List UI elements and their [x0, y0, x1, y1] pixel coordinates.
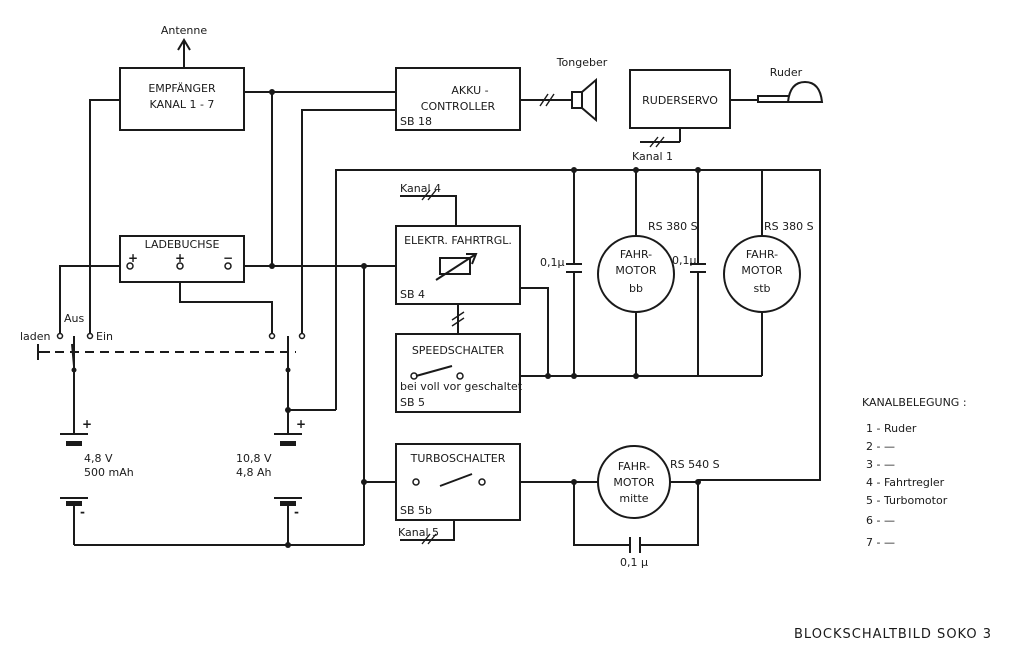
battery-big-voltage: 10,8 V	[236, 452, 272, 465]
svg-text:stb: stb	[753, 282, 770, 295]
kanal-item: 7 - —	[866, 536, 895, 549]
motor-mitte-type: RS 540 S	[670, 458, 720, 471]
svg-text:+: +	[296, 417, 306, 431]
svg-text:-: -	[294, 505, 299, 519]
fahrtregler-block: ELEKTR. FAHRTRGL. SB 4	[395, 225, 521, 305]
turboschalter-block: TURBOSCHALTER SB 5b	[395, 443, 521, 521]
switch-laden-label: laden	[20, 330, 51, 343]
rudder-icon	[757, 80, 824, 103]
battery-big-capacity: 4,8 Ah	[236, 466, 272, 479]
kanal-item: 2 - —	[866, 440, 895, 453]
kanal-item: 3 - —	[866, 458, 895, 471]
main-switch: laden Aus Ein	[20, 312, 306, 373]
fahrtregler-label: ELEKTR. FAHRTRGL.	[404, 234, 512, 247]
capacitor-2: 0,1µ	[672, 254, 706, 273]
fahrtregler-code: SB 4	[400, 288, 425, 301]
motor-mitte: FAHR- MOTOR mitte RS 540 S	[597, 445, 720, 519]
svg-text:+: +	[175, 251, 185, 265]
kanal1-label: Kanal 1	[632, 150, 673, 163]
ruderservo-block: RUDERSERVO	[629, 69, 731, 129]
diagram-title: BLOCKSCHALTBILD SOKO 3	[794, 627, 992, 642]
kanalbelegung-list: KANALBELEGUNG : 1 - Ruder 2 - — 3 - — 4 …	[862, 396, 967, 549]
kanal-item: 1 - Ruder	[866, 422, 917, 435]
kanalbelegung-title: KANALBELEGUNG :	[862, 396, 967, 409]
rudder-label: Ruder	[770, 66, 803, 79]
ladebuchse-label: LADEBUCHSE	[145, 238, 220, 251]
akku-code: SB 18	[400, 115, 432, 128]
speedschalter-block: SPEEDSCHALTER bei voll vor geschaltet SB…	[395, 333, 523, 413]
kanal5-label: Kanal 5	[398, 526, 439, 539]
speedschalter-note: bei voll vor geschaltet	[400, 380, 523, 393]
svg-text:bb: bb	[629, 282, 643, 295]
speedschalter-label: SPEEDSCHALTER	[412, 344, 505, 357]
battery-small: + - 4,8 V 500 mAh	[60, 417, 134, 519]
receiver-channels: KANAL 1 - 7	[150, 98, 215, 111]
receiver-label: EMPFÄNGER	[148, 82, 216, 95]
turboschalter-label: TURBOSCHALTER	[410, 452, 506, 465]
svg-text:0,1 µ: 0,1 µ	[620, 556, 648, 569]
battery-big: + - 10,8 V 4,8 Ah	[236, 417, 306, 519]
battery-small-capacity: 500 mAh	[84, 466, 134, 479]
speaker-label: Tongeber	[556, 56, 608, 69]
akku-label-2: CONTROLLER	[421, 100, 496, 113]
svg-text:−: −	[223, 251, 233, 265]
kanal4-label: Kanal 4	[400, 182, 441, 195]
svg-text:0,1µ: 0,1µ	[672, 254, 697, 267]
akku-label: AKKU -	[451, 84, 488, 97]
kanal-item: 4 - Fahrtregler	[866, 476, 945, 489]
svg-text:FAHR-: FAHR-	[746, 248, 778, 261]
kanal-item: 5 - Turbomotor	[866, 494, 948, 507]
speedschalter-code: SB 5	[400, 396, 425, 409]
svg-text:mitte: mitte	[619, 492, 648, 505]
capacitor-3: 0,1 µ	[620, 537, 648, 569]
svg-text:MOTOR: MOTOR	[613, 476, 655, 489]
svg-text:FAHR-: FAHR-	[620, 248, 652, 261]
ruderservo-label: RUDERSERVO	[642, 94, 718, 107]
motor-stb-type: RS 380 S	[764, 220, 814, 233]
kanal-item: 6 - —	[866, 514, 895, 527]
mech-link-mark	[451, 311, 465, 327]
capacitor-1: 0,1µ	[540, 256, 582, 273]
svg-text:MOTOR: MOTOR	[615, 264, 657, 277]
switch-aus-label: Aus	[64, 312, 84, 325]
kanal1-mark	[649, 136, 659, 148]
motor-bb: FAHR- MOTOR bb RS 380 S	[597, 220, 698, 313]
junctions	[269, 89, 701, 548]
svg-text:+: +	[82, 417, 92, 431]
svg-text:FAHR-: FAHR-	[618, 460, 650, 473]
switch-ein-label: Ein	[96, 330, 113, 343]
svg-text:-: -	[80, 505, 85, 519]
svg-text:MOTOR: MOTOR	[741, 264, 783, 277]
akku-controller-block: AKKU - CONTROLLER SB 18	[395, 67, 521, 131]
battery-small-voltage: 4,8 V	[84, 452, 113, 465]
ladebuchse-block: LADEBUCHSE + + −	[119, 235, 245, 283]
speaker-icon	[539, 77, 597, 123]
motor-stb: FAHR- MOTOR stb RS 380 S	[723, 220, 814, 313]
svg-text:0,1µ: 0,1µ	[540, 256, 565, 269]
antenna-label: Antenne	[161, 24, 208, 37]
receiver-block: EMPFÄNGER KANAL 1 - 7	[119, 67, 245, 131]
turboschalter-code: SB 5b	[400, 504, 432, 517]
motor-bb-type: RS 380 S	[648, 220, 698, 233]
svg-text:+: +	[128, 251, 138, 265]
